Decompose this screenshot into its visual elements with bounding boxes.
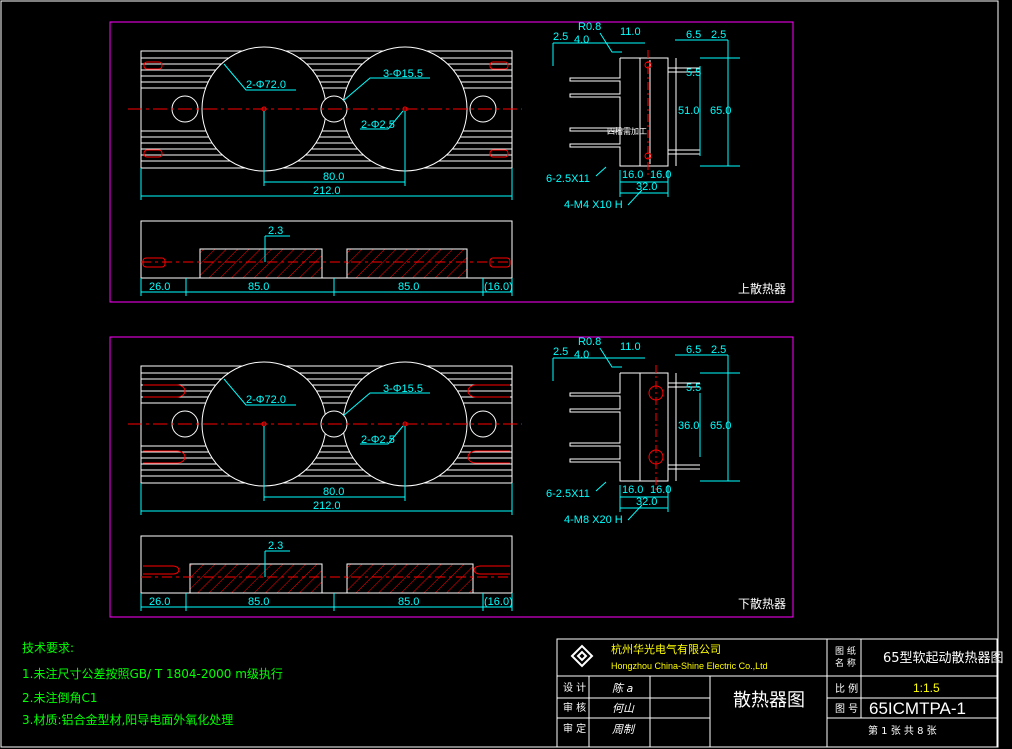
profile-d65: 6.5 [686, 344, 701, 356]
profile-r: R0.8 [578, 21, 601, 33]
profile-d40: 4.0 [574, 34, 589, 46]
small-hole-label: 2-Φ2.5 [361, 434, 395, 446]
number-label: 图 号 [835, 703, 858, 715]
profile-d25b: 2.5 [711, 29, 726, 41]
profile-d32: 32.0 [636, 496, 657, 508]
profile-d16b: 16.0 [650, 169, 671, 181]
center-hole-label: 3-Φ15.5 [383, 68, 423, 80]
profile-dimensions [552, 32, 740, 206]
profile-fins: 6-2.5X11 [546, 488, 590, 500]
profile-d25a: 2.5 [553, 31, 568, 43]
profile-inner: 36.0 [678, 420, 699, 432]
company-cn: 杭州华光电气有限公司 [611, 642, 721, 656]
dim-212: 212.0 [313, 500, 341, 512]
section-view [140, 220, 513, 296]
section-view [140, 535, 513, 611]
title-block [556, 638, 998, 748]
signature-check: 何山 [612, 702, 635, 715]
note-3: 3.材质:铝合金型材,阳导电面外氧化处理 [22, 712, 233, 727]
dim-212: 212.0 [313, 185, 341, 197]
profile-fins: 6-2.5X11 [546, 173, 590, 185]
profile-d25a: 2.5 [553, 346, 568, 358]
signature-design: 陈 a [612, 682, 633, 695]
section-dim-16: (16.0) [484, 281, 513, 293]
name-value: 65型软起动散热器图 [883, 651, 1004, 666]
profile-d25b: 2.5 [711, 344, 726, 356]
dim-80: 80.0 [323, 486, 344, 498]
profile-dimensions [552, 347, 740, 521]
profile-d65: 6.5 [686, 29, 701, 41]
scale-label: 比 例 [835, 682, 858, 695]
view-label: 上散热器 [738, 281, 786, 296]
view-label: 下散热器 [738, 596, 786, 611]
profile-thread: 4-M4 X10 H [564, 199, 623, 211]
notes-heading: 技术要求: [22, 641, 74, 655]
company-logo [570, 644, 594, 668]
section-dim-85a: 85.0 [248, 596, 269, 608]
name-label-b: 名 称 [835, 657, 856, 669]
profile-r: R0.8 [578, 336, 601, 348]
big-hole-label: 2-Φ72.0 [246, 79, 286, 91]
section-dim-2-3: 2.3 [268, 540, 283, 552]
technical-notes: 技术要求: 1.未注尺寸公差按照GB/ T 1804-2000 m级执行 2.未… [22, 641, 283, 727]
sheet-info: 第 1 张 共 8 张 [868, 724, 937, 737]
dim-80: 80.0 [323, 171, 344, 183]
profile-view [569, 57, 700, 167]
number-value: 65ICMTPA-1 [869, 699, 966, 718]
lower-heatsink-view: 2-Φ72.0 3-Φ15.5 2-Φ2.5 80.0 212.0 [109, 336, 794, 618]
profile-view [569, 372, 700, 482]
center-hole-label: 3-Φ15.5 [383, 383, 423, 395]
scale-value: 1:1.5 [913, 681, 940, 695]
upper-heatsink-view: 2-Φ72.0 3-Φ15.5 2-Φ2.5 80.0 212.0 [109, 21, 794, 303]
profile-d55: 5.5 [686, 382, 701, 394]
note-1: 1.未注尺寸公差按照GB/ T 1804-2000 m级执行 [22, 666, 283, 681]
profile-d110: 11.0 [620, 26, 641, 38]
section-dim-85a: 85.0 [248, 281, 269, 293]
profile-d16b: 16.0 [650, 484, 671, 496]
design-label: 设 计 [563, 681, 586, 694]
view-frame [109, 21, 794, 303]
profile-d32: 32.0 [636, 181, 657, 193]
section-dim-26: 26.0 [149, 596, 170, 608]
profile-note: 四槽需加工 [607, 126, 647, 136]
section-dim-85b: 85.0 [398, 596, 419, 608]
section-dim-16: (16.0) [484, 596, 513, 608]
company-en: Hongzhou China-Shine Electric Co.,Ltd [611, 661, 768, 671]
small-hole-label: 2-Φ2.5 [361, 119, 395, 131]
big-hole-label: 2-Φ72.0 [246, 394, 286, 406]
plan-dimensions [140, 378, 513, 515]
approve-label: 审 定 [563, 722, 586, 735]
note-2: 2.未注倒角C1 [22, 690, 97, 705]
profile-d16a: 16.0 [622, 484, 643, 496]
profile-d16a: 16.0 [622, 169, 643, 181]
profile-d650: 65.0 [710, 105, 731, 117]
section-dim-85b: 85.0 [398, 281, 419, 293]
profile-d650: 65.0 [710, 420, 731, 432]
section-dim-26: 26.0 [149, 281, 170, 293]
drawing-title: 散热器图 [733, 690, 805, 711]
profile-thread: 4-M8 X20 H [564, 514, 623, 526]
profile-d55: 5.5 [686, 67, 701, 79]
view-frame [109, 336, 794, 618]
name-label-a: 图 纸 [835, 645, 856, 657]
section-dim-2-3: 2.3 [268, 225, 283, 237]
profile-d40: 4.0 [574, 349, 589, 361]
check-label: 审 核 [563, 701, 586, 714]
profile-d110: 11.0 [620, 341, 641, 353]
profile-inner: 51.0 [678, 105, 699, 117]
plan-dimensions [140, 63, 513, 200]
signature-approve: 周制 [612, 723, 636, 736]
